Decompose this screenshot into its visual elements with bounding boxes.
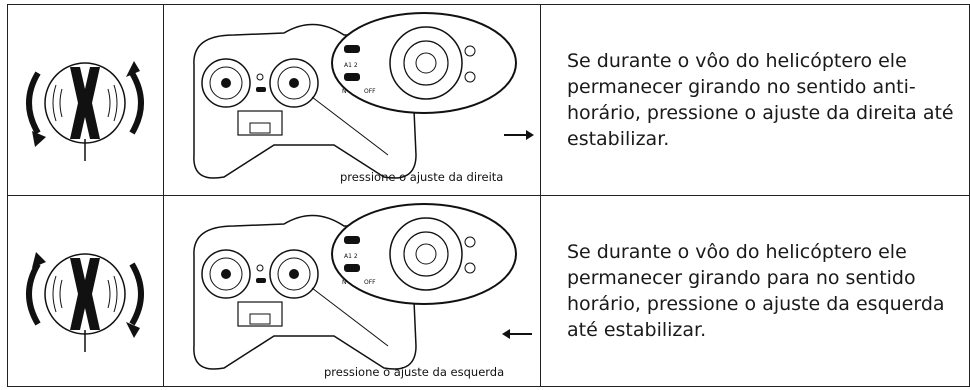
helicopter-cell bbox=[7, 4, 164, 196]
remote-cell: A1 2 N OFF pressione o ajuste da direita bbox=[163, 4, 541, 196]
instruction-cell: Se durante o vôo do helicóptero ele perm… bbox=[540, 4, 970, 196]
on-label: N bbox=[342, 279, 347, 286]
on-label: N bbox=[342, 88, 347, 95]
remote-control-icon: A1 2 N OFF pressione o ajuste da esquerd… bbox=[193, 203, 532, 379]
adjust-caption: pressione o ajuste da direita bbox=[340, 170, 503, 184]
helicopter-rotation-icon bbox=[26, 61, 144, 161]
instruction-text: Se durante o vôo do helicóptero ele perm… bbox=[567, 50, 954, 150]
remote-cell: A1 2 N OFF pressione o ajuste da esquerd… bbox=[163, 195, 541, 387]
instruction-text: Se durante o vôo do helicóptero ele perm… bbox=[567, 241, 945, 341]
adjust-caption: pressione o ajuste da esquerda bbox=[324, 365, 504, 379]
instruction-row-counterclockwise: A1 2 N OFF pressione o ajuste da direita… bbox=[7, 4, 970, 196]
switch-label: A1 2 bbox=[344, 253, 358, 260]
helicopter-cell bbox=[7, 195, 164, 387]
instruction-cell: Se durante o vôo do helicóptero ele perm… bbox=[540, 195, 970, 387]
trim-instructions-table: A1 2 N OFF pressione o ajuste da direita… bbox=[7, 4, 970, 387]
switch-label: A1 2 bbox=[344, 62, 358, 69]
off-label: OFF bbox=[364, 88, 376, 95]
helicopter-rotation-icon bbox=[26, 252, 144, 352]
instruction-row-clockwise: A1 2 N OFF pressione o ajuste da esquerd… bbox=[7, 195, 970, 387]
off-label: OFF bbox=[364, 279, 376, 286]
remote-control-icon: A1 2 N OFF pressione o ajuste da direita bbox=[193, 12, 534, 184]
